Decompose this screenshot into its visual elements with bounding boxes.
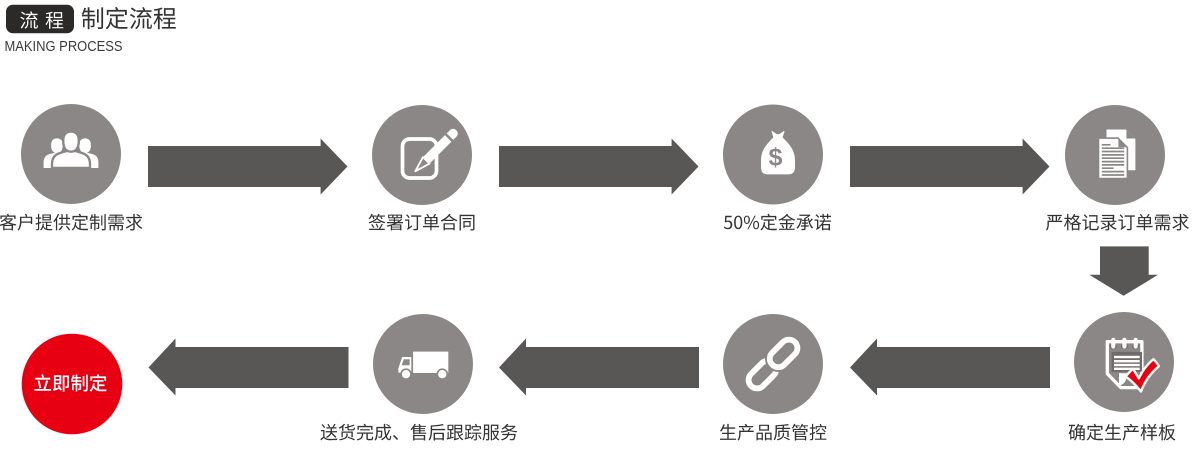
svg-text:MAKING PROCESS: MAKING PROCESS bbox=[5, 39, 123, 55]
